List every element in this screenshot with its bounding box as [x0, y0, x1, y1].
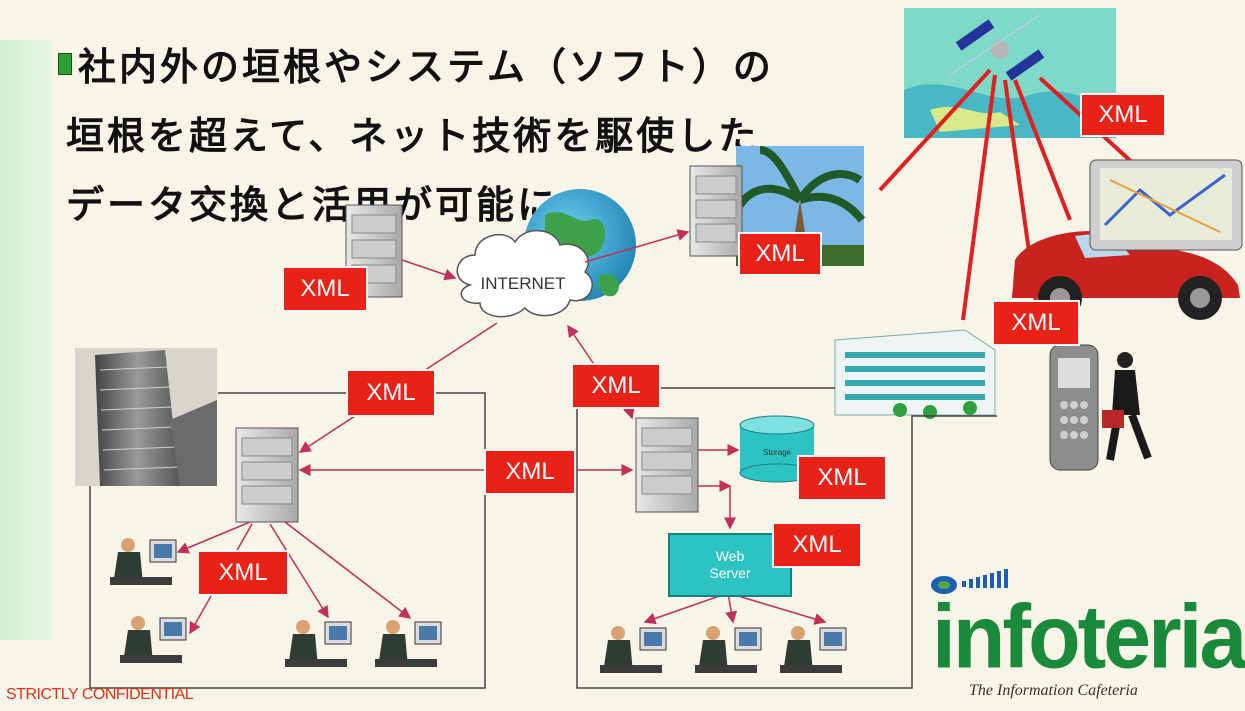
- workstation-icon: [779, 625, 847, 674]
- title-line-3: データ交換と活用が可能に: [66, 183, 559, 227]
- xml-tag-remote-server: XML: [738, 232, 822, 276]
- xml-tag-web-server: XML: [772, 522, 862, 568]
- confidential-notice: STRICTLY CONFIDENTIAL: [6, 686, 194, 703]
- title-bullet-icon: [58, 53, 72, 75]
- storage-label: Storage: [763, 448, 792, 457]
- workstation-icon: [599, 625, 667, 674]
- internet-label: INTERNET: [481, 274, 566, 293]
- title-line-2: 垣根を超えて、ネット技術を駆使した: [66, 114, 760, 158]
- left-gradient-band: [0, 40, 52, 640]
- workstation-icon: [694, 625, 762, 674]
- internet-cloud: INTERNET: [456, 229, 593, 318]
- xml-tag-internet-server: XML: [282, 266, 368, 312]
- xml-tag-mobile: XML: [992, 300, 1080, 346]
- infoteria-brand-name: infoteria: [932, 586, 1245, 688]
- xml-tag-satellite: XML: [1080, 93, 1166, 137]
- xml-tag-right-uplink: XML: [571, 363, 661, 409]
- server-tower-remote: [689, 165, 743, 257]
- title-line-1: 社内外の垣根やシステム（ソフト）の: [78, 45, 774, 89]
- cell-phone-image: [1049, 344, 1099, 471]
- xml-tag-left-uplink: XML: [346, 369, 436, 417]
- walking-businessman-icon: [1102, 352, 1152, 461]
- server-tower-internet: [345, 204, 403, 298]
- car-navigation-image: [1089, 159, 1243, 251]
- xml-tag-storage: XML: [797, 455, 887, 501]
- workstation-icon: [119, 615, 187, 664]
- workstation-icon: [110, 538, 177, 585]
- server-tower-left-lan: [235, 427, 299, 523]
- server-tower-right-lan: [635, 417, 699, 513]
- office-tower-photo: [75, 348, 217, 486]
- office-building-illustration: [834, 329, 996, 419]
- workstation-icon: [374, 619, 442, 668]
- web-server-label-line1: Web: [715, 548, 745, 565]
- xml-tag-lan-to-lan: XML: [484, 449, 576, 495]
- workstation-icon: [284, 619, 352, 668]
- infoteria-logo-icon: [931, 569, 1008, 594]
- xml-tag-left-clients: XML: [197, 550, 289, 596]
- web-server-label-line2: Server: [709, 565, 751, 581]
- infoteria-tagline: The Information Cafeteria: [969, 682, 1138, 699]
- right-lan-boundary: [576, 388, 997, 689]
